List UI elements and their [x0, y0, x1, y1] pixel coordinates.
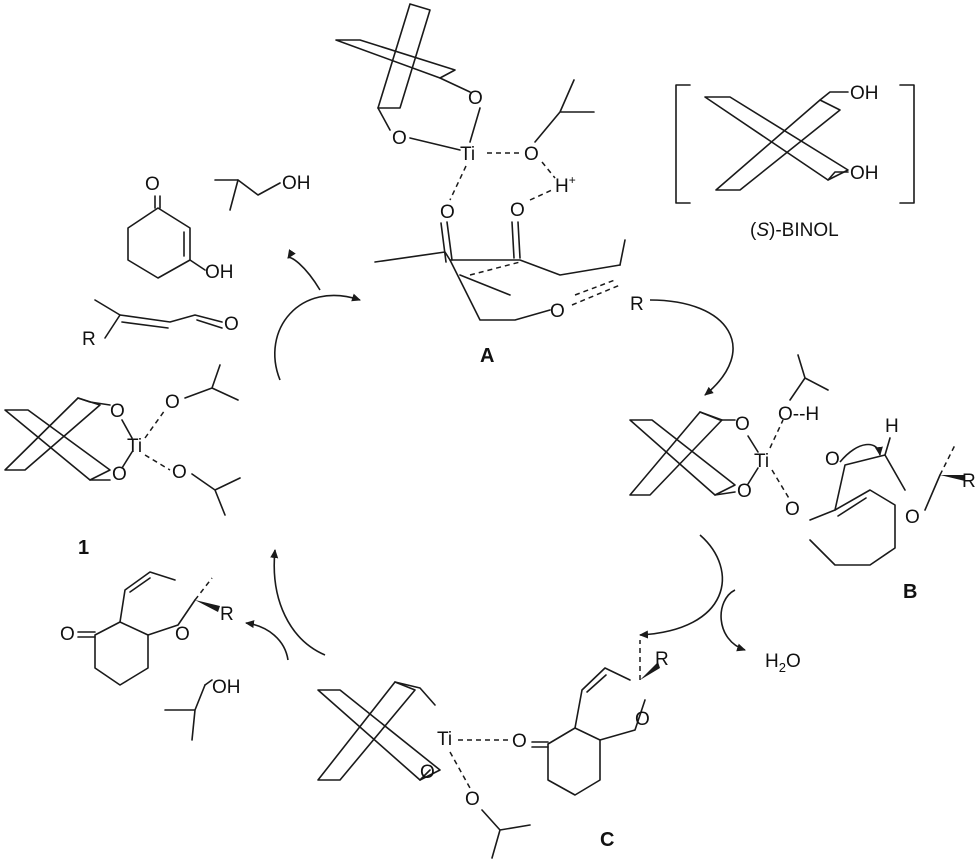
ipa-oh-bottom: OH: [212, 677, 241, 698]
arrow-1-to-a: [274, 293, 361, 381]
b-o-carbonyl: O: [785, 499, 800, 520]
s-binol-structure: OH OH (S)-BINOL: [675, 83, 915, 241]
prod-o-carbonyl: O: [60, 624, 75, 645]
b-o-ring: O: [905, 507, 920, 528]
complex-a: O O Ti O H+ O O O R A: [335, 3, 644, 367]
complex-b: O O Ti O--H O O H O R B: [629, 354, 976, 603]
cat-o4: O: [172, 462, 187, 483]
dione-oh: OH: [205, 262, 234, 283]
b-o-h: O--H: [778, 404, 819, 425]
dione-o: O: [145, 174, 160, 195]
c-ti: Ti: [437, 729, 452, 750]
cat-o2: O: [112, 464, 127, 485]
binol-oh-top: OH: [850, 83, 879, 104]
c-o-ring: O: [635, 709, 650, 730]
b-h: H: [885, 416, 899, 437]
cat-o1: O: [110, 401, 125, 422]
ipa-oh-top: OH: [282, 173, 311, 194]
a-ti: Ti: [460, 144, 475, 165]
c-o1: O: [420, 762, 435, 783]
a-o-isopropoxide: O: [524, 144, 539, 165]
arrow-b-to-c: [639, 534, 724, 639]
c-o-carbonyl: O: [512, 731, 527, 752]
right-bracket: [899, 84, 915, 204]
label-a: A: [480, 345, 494, 367]
b-o1: O: [735, 414, 750, 435]
label-b: B: [903, 581, 917, 603]
a-o-ring: O: [550, 301, 565, 322]
isopropanol-bottom: OH: [164, 677, 241, 741]
arrow-release-product: [245, 620, 289, 661]
b-o2: O: [737, 481, 752, 502]
c-o-iso: O: [465, 789, 480, 810]
b-r: R: [962, 471, 976, 492]
arrow-a-to-b: [649, 299, 734, 396]
complex-c: Ti O O O O R C: [317, 640, 669, 859]
enal-o: O: [224, 314, 239, 335]
water: H2O: [765, 651, 801, 675]
a-r: R: [630, 294, 644, 315]
prod-r: R: [220, 604, 234, 625]
catalyst-1: O O Ti O O 1: [4, 364, 241, 559]
arrow-water-release: [720, 589, 746, 652]
b-ti: Ti: [754, 451, 769, 472]
c-r: R: [655, 649, 669, 670]
isopropanol-top: OH: [214, 173, 311, 211]
a-o-carbonyl1: O: [440, 202, 455, 223]
cat-o3: O: [165, 392, 180, 413]
cat-ti: Ti: [127, 436, 142, 457]
a-proton: H+: [555, 173, 576, 197]
enal-r: R: [82, 329, 96, 350]
binol-name: (S)-BINOL: [750, 220, 839, 241]
binol-oh-bottom: OH: [850, 163, 879, 184]
a-o2: O: [392, 128, 407, 149]
product-chromene: O O R: [60, 571, 234, 686]
label-1: 1: [78, 537, 89, 559]
b-oh-o: O: [825, 449, 840, 470]
a-o-carbonyl2: O: [510, 200, 525, 221]
label-c: C: [600, 829, 614, 851]
enal: R O: [82, 299, 239, 350]
prod-o-ring: O: [175, 624, 190, 645]
cyclohexanedione: O OH: [127, 174, 234, 283]
cycle-arrows: [245, 249, 746, 661]
arrow-release-ipa: [287, 249, 321, 291]
left-bracket: [675, 84, 691, 204]
a-o1: O: [468, 88, 483, 109]
arrow-c-to-1: [270, 549, 326, 656]
